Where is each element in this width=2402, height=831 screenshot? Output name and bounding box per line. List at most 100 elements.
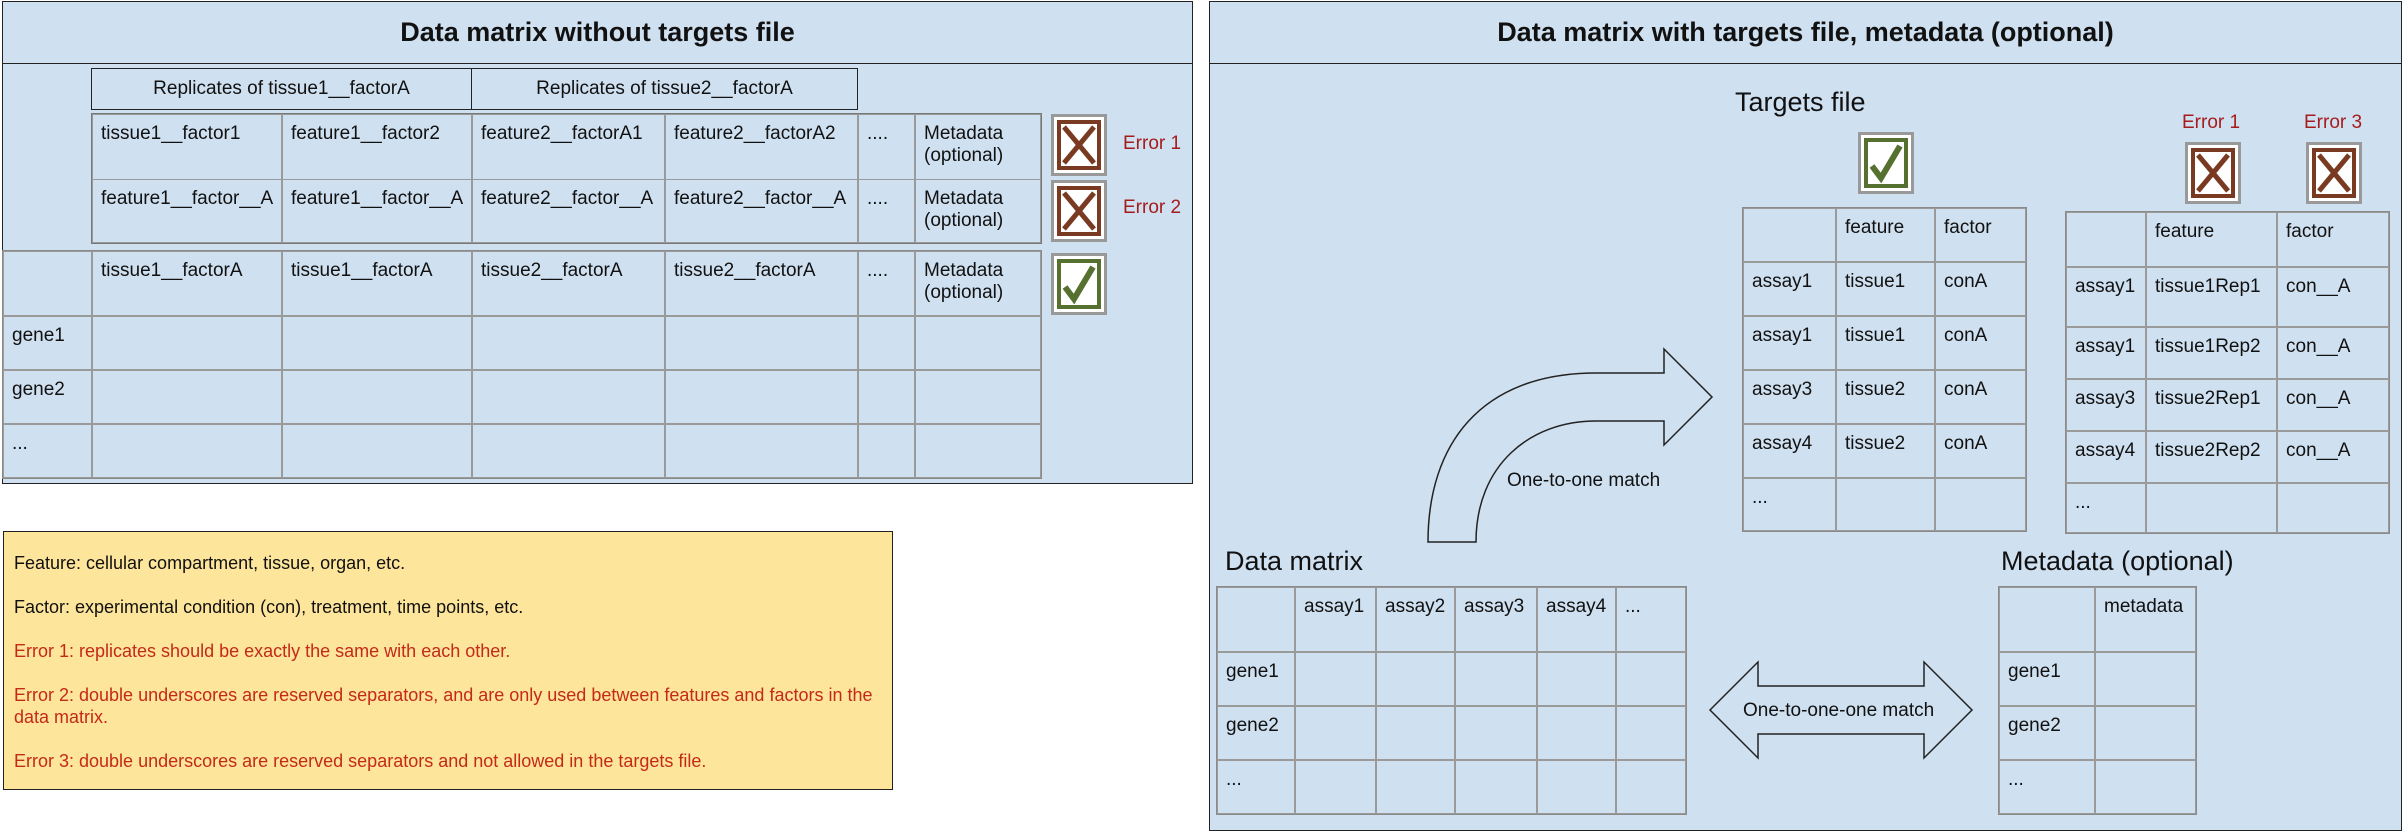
table-cell: assay1 xyxy=(1743,316,1836,370)
table-cell xyxy=(2095,652,2196,706)
header-cell: assay1 xyxy=(1295,587,1376,652)
legend-error3: Error 3: double underscores are reserved… xyxy=(14,751,707,771)
table-cell: tissue1Rep1 xyxy=(2146,267,2277,327)
table-cell: assay4 xyxy=(2066,431,2146,483)
table-cell xyxy=(1537,706,1616,760)
double-arrow-icon xyxy=(1708,660,1974,760)
table-cell xyxy=(472,316,665,370)
table-cell: tissue2 xyxy=(1836,370,1935,424)
row-label-more: ... xyxy=(3,424,92,478)
row-label-gene1: gene1 xyxy=(1999,652,2095,706)
header-cell: ... xyxy=(1616,587,1686,652)
row-label-gene2: gene2 xyxy=(1999,706,2095,760)
table-cell: tissue1Rep2 xyxy=(2146,327,2277,379)
right-panel-title: Data matrix with targets file, metadata … xyxy=(1209,1,2402,64)
table-cell xyxy=(1376,760,1455,814)
table-cell xyxy=(282,424,472,478)
legend-factor: Factor: experimental condition (con), tr… xyxy=(14,597,524,617)
table-cell xyxy=(1616,652,1686,706)
header-cell: .... xyxy=(858,251,915,316)
metadata-label: Metadata (optional) xyxy=(2001,546,2234,576)
header-cell xyxy=(1743,208,1836,262)
table-cell xyxy=(665,316,858,370)
table-cell: con__A xyxy=(2277,379,2389,431)
table-cell: conA xyxy=(1935,262,2026,316)
table-cell xyxy=(1455,706,1537,760)
header-cell xyxy=(3,251,92,316)
header-cell: feature2__factor__A xyxy=(472,179,665,243)
legend-error1: Error 1: replicates should be exactly th… xyxy=(14,641,511,661)
curved-arrow-label: One-to-one match xyxy=(1507,470,1661,491)
targets-file-label: Targets file xyxy=(1735,87,1866,117)
header-cell: factor xyxy=(2277,212,2389,267)
row-label-gene1: gene1 xyxy=(3,316,92,370)
table-cell xyxy=(665,370,858,424)
table-cell: assay1 xyxy=(2066,267,2146,327)
cross-icon xyxy=(1051,114,1107,176)
header-cell xyxy=(2066,212,2146,267)
row-label-gene1: gene1 xyxy=(1217,652,1295,706)
table-cell xyxy=(2277,483,2389,533)
header-cell: Metadata (optional) xyxy=(915,114,1041,180)
table-cell: conA xyxy=(1935,316,2026,370)
cross-icon xyxy=(1051,180,1107,242)
legend-note: Feature: cellular compartment, tissue, o… xyxy=(3,531,893,790)
error1-label-right: Error 1 xyxy=(2182,112,2241,133)
table-cell xyxy=(1295,706,1376,760)
header-cell: .... xyxy=(858,179,915,243)
table-cell xyxy=(1616,706,1686,760)
header-cell: assay4 xyxy=(1537,587,1616,652)
table-cell xyxy=(2095,760,2196,814)
header-cell: feature2__factorA1 xyxy=(472,114,665,180)
replicate-header-tissue2: Replicates of tissue2__factorA xyxy=(471,68,858,110)
table-cell: ... xyxy=(1743,478,1836,531)
table-cell: tissue2Rep2 xyxy=(2146,431,2277,483)
table-cell xyxy=(858,316,915,370)
targets-table-error xyxy=(2065,211,2390,534)
table-cell xyxy=(1455,760,1537,814)
metadata-table xyxy=(1998,586,2197,815)
header-cell: .... xyxy=(858,114,915,180)
header-cell: tissue1__factorA xyxy=(92,251,282,316)
table-cell: assay1 xyxy=(2066,327,2146,379)
header-cell: metadata xyxy=(2095,587,2196,652)
table-cell xyxy=(92,316,282,370)
table-cell xyxy=(1537,652,1616,706)
check-icon xyxy=(1051,253,1107,315)
header-cell: assay2 xyxy=(1376,587,1455,652)
double-arrow-label: One-to-one-one match xyxy=(1743,700,1935,721)
table-cell xyxy=(472,424,665,478)
table-cell xyxy=(282,370,472,424)
targets-table-correct xyxy=(1742,207,2027,532)
table-cell: conA xyxy=(1935,424,2026,478)
data-matrix-table-left xyxy=(2,250,1042,479)
header-cell xyxy=(1217,587,1295,652)
header-cell: assay3 xyxy=(1455,587,1537,652)
header-cell: feature2__factor__A xyxy=(665,179,858,243)
header-cell: tissue1__factorA xyxy=(282,251,472,316)
table-cell: tissue2 xyxy=(1836,424,1935,478)
table-cell xyxy=(282,316,472,370)
table-cell: conA xyxy=(1935,370,2026,424)
table-cell xyxy=(1537,760,1616,814)
row-label-more: ... xyxy=(1217,760,1295,814)
table-cell: tissue1 xyxy=(1836,262,1935,316)
header-cell: feature1__factor2 xyxy=(282,114,472,180)
table-cell xyxy=(1935,478,2026,531)
header-cell xyxy=(1999,587,2095,652)
table-cell xyxy=(1376,652,1455,706)
table-cell xyxy=(858,370,915,424)
table-cell xyxy=(2146,483,2277,533)
header-cell: Metadata (optional) xyxy=(915,251,1041,316)
header-cell: factor xyxy=(1935,208,2026,262)
row-label-more: ... xyxy=(1999,760,2095,814)
cross-icon xyxy=(2185,142,2241,204)
data-matrix-table-right xyxy=(1216,586,1687,815)
header-cell: feature xyxy=(2146,212,2277,267)
table-cell xyxy=(915,370,1041,424)
table-cell xyxy=(858,424,915,478)
curved-arrow-icon xyxy=(1427,347,1714,543)
check-icon xyxy=(1858,132,1914,194)
table-cell xyxy=(1455,652,1537,706)
error2-label: Error 2 xyxy=(1123,197,1182,218)
